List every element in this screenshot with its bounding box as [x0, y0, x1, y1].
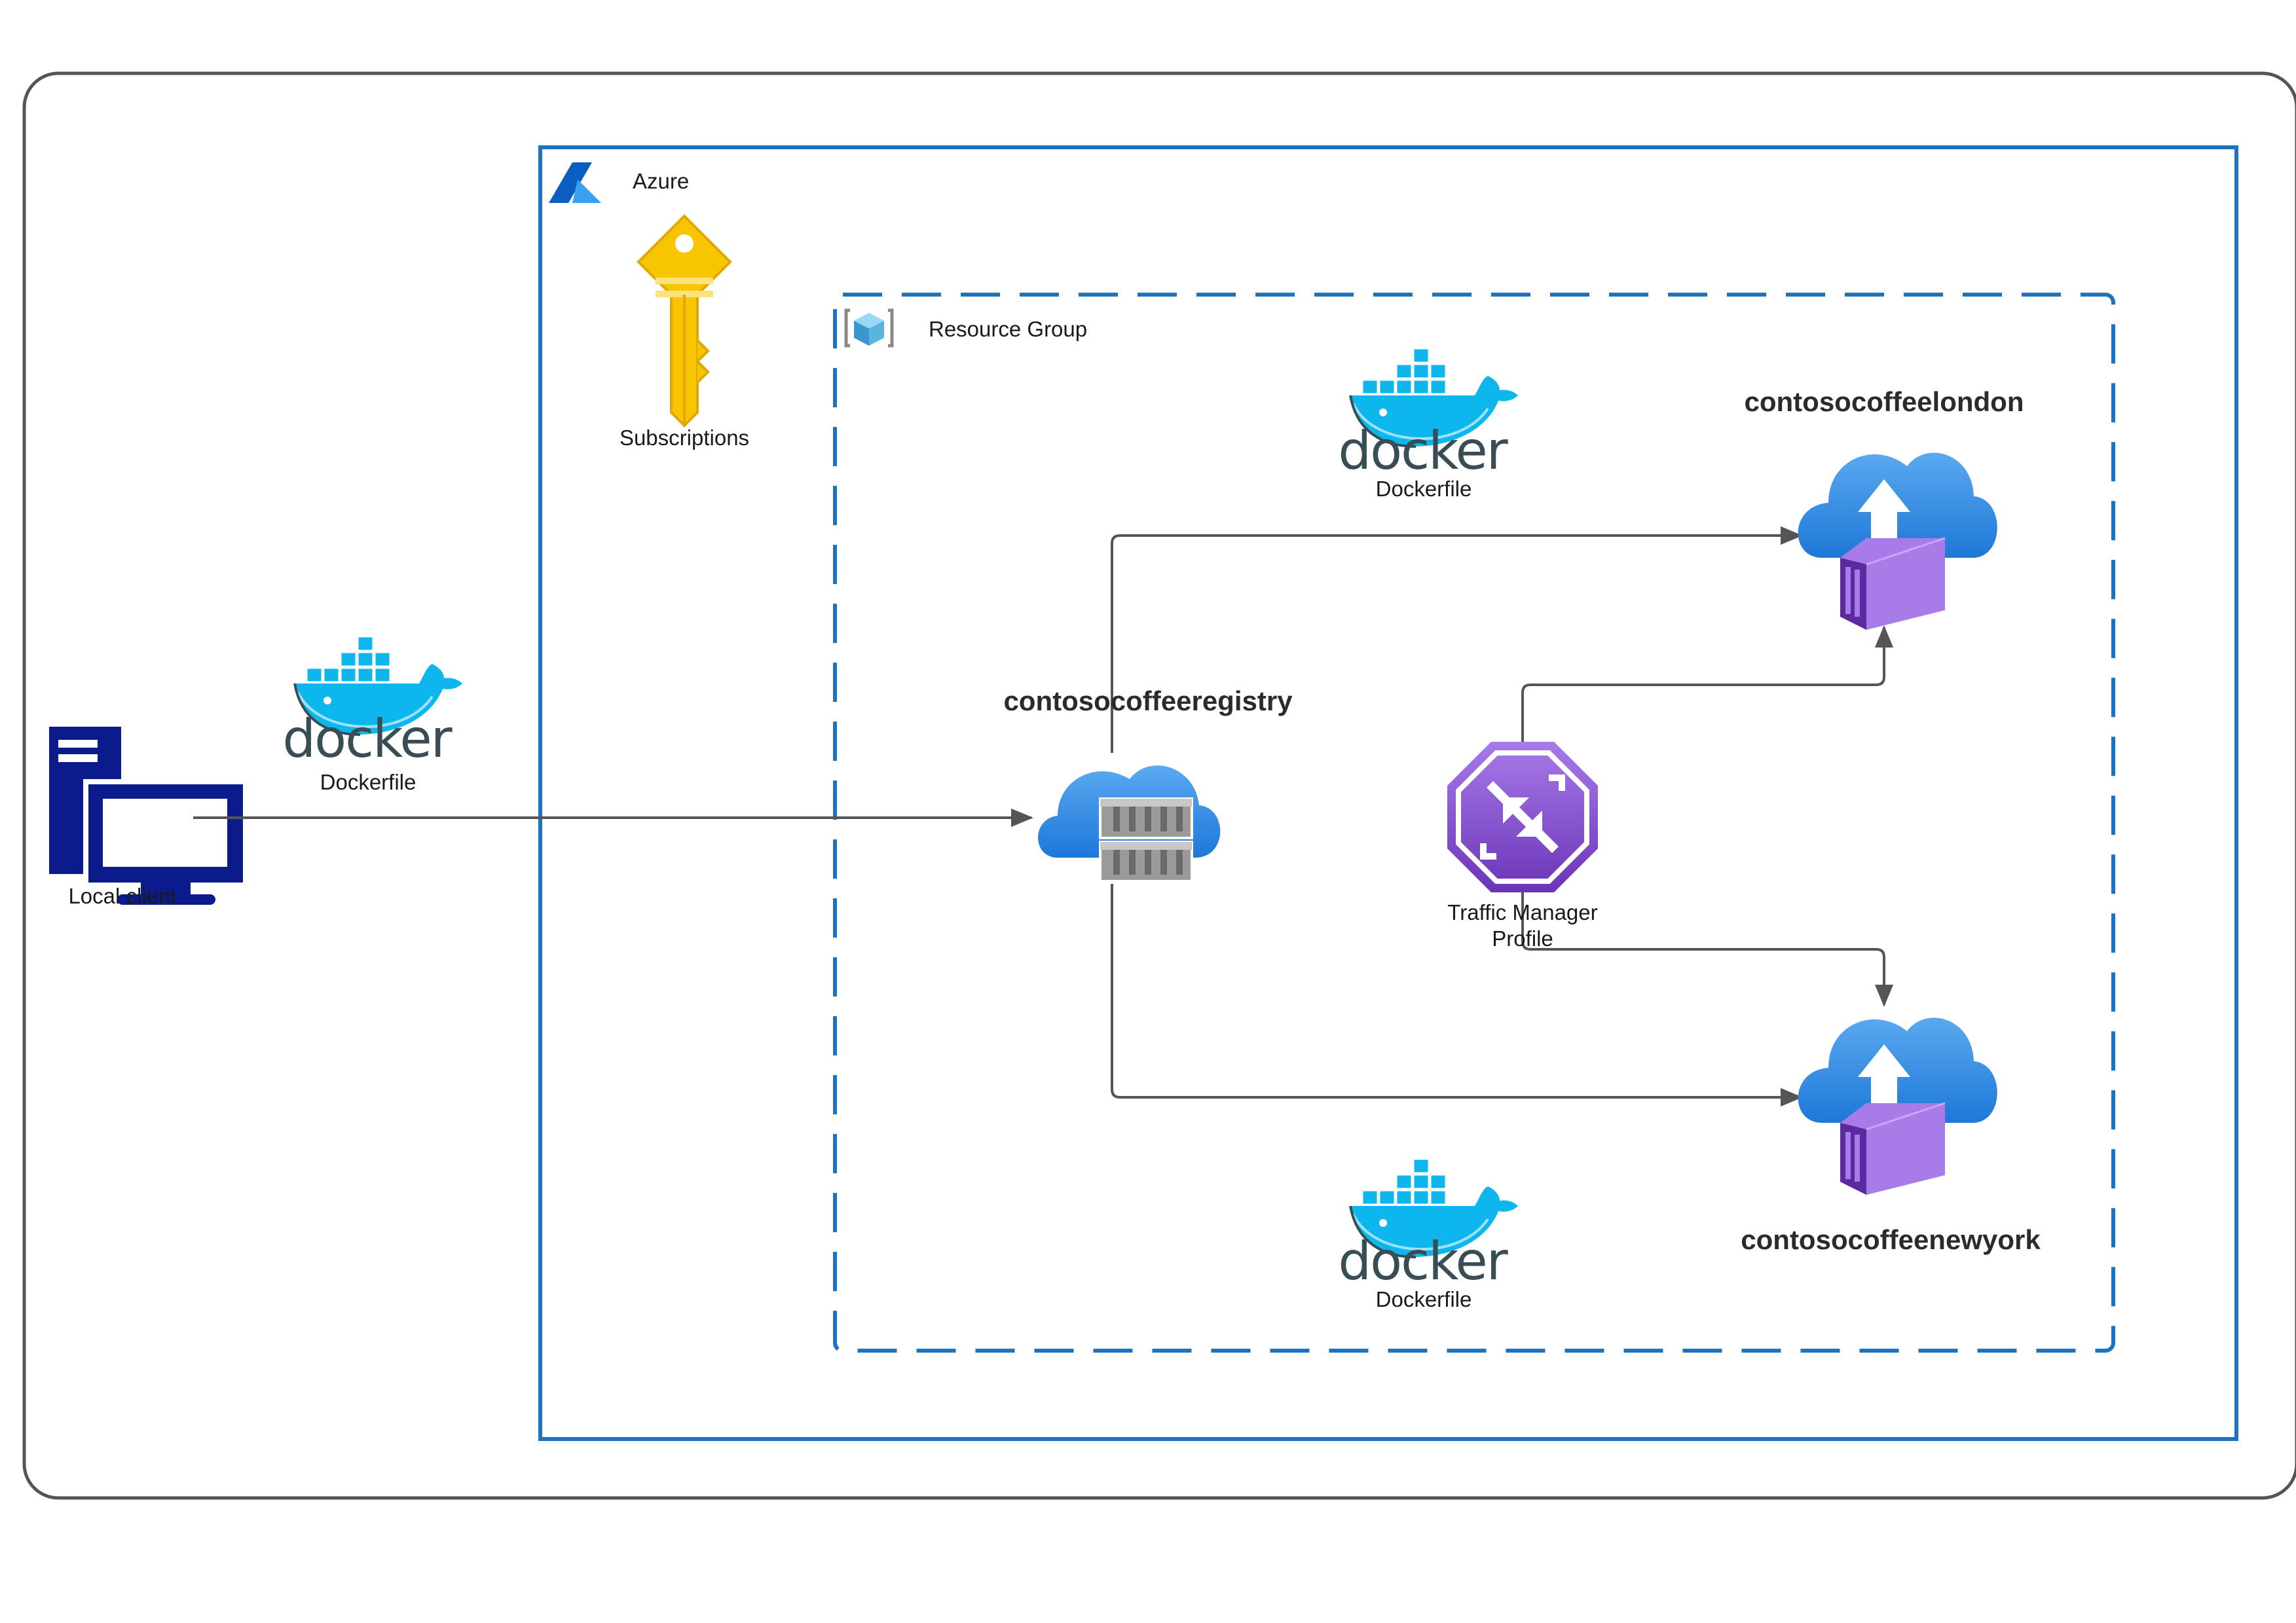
subscriptions-label: Subscriptions	[619, 426, 750, 450]
newyork-label: contosocoffeenewyork	[1741, 1224, 2041, 1255]
outer-boundary	[22, 71, 2296, 1500]
dockerfile-newyork-label: Dockerfile	[1375, 1287, 1472, 1311]
connector-traffic-to-london	[1521, 625, 1894, 743]
dockerfile-london-label: Dockerfile	[1375, 477, 1472, 501]
resource-group-boundary	[833, 293, 2115, 1353]
azure-boundary	[538, 145, 2238, 1441]
docker-logo-text: docker	[1338, 1231, 1508, 1292]
app-service-container-icon	[1798, 1017, 1997, 1195]
docker-logo-text: docker	[282, 708, 452, 769]
desktop-computer-icon	[49, 727, 247, 905]
connector-registry-to-newyork	[1111, 884, 1803, 1107]
azure-label: Azure	[633, 169, 690, 193]
app-service-container-icon	[1798, 452, 1997, 630]
container-registry-icon	[1038, 765, 1221, 883]
resource-group-cube-icon	[844, 308, 894, 348]
resource-group-label: Resource Group	[929, 317, 1088, 341]
registry-label: contosocoffeeregistry	[1003, 685, 1293, 716]
london-label: contosocoffeelondon	[1744, 386, 2024, 417]
connector-registry-to-london	[1111, 526, 1803, 753]
dockerfile-client-label: Dockerfile	[320, 770, 417, 794]
connector-traffic-to-newyork	[1521, 892, 1894, 1007]
traffic-manager-label-line2: Profile	[1492, 926, 1553, 951]
docker-logo-text: docker	[1338, 420, 1508, 481]
traffic-manager-icon	[1447, 742, 1598, 892]
azure-logo-icon	[549, 162, 601, 203]
local-client-label: Local client	[68, 884, 177, 908]
key-icon	[637, 214, 732, 428]
traffic-manager-label-line1: Traffic Manager	[1447, 900, 1598, 924]
